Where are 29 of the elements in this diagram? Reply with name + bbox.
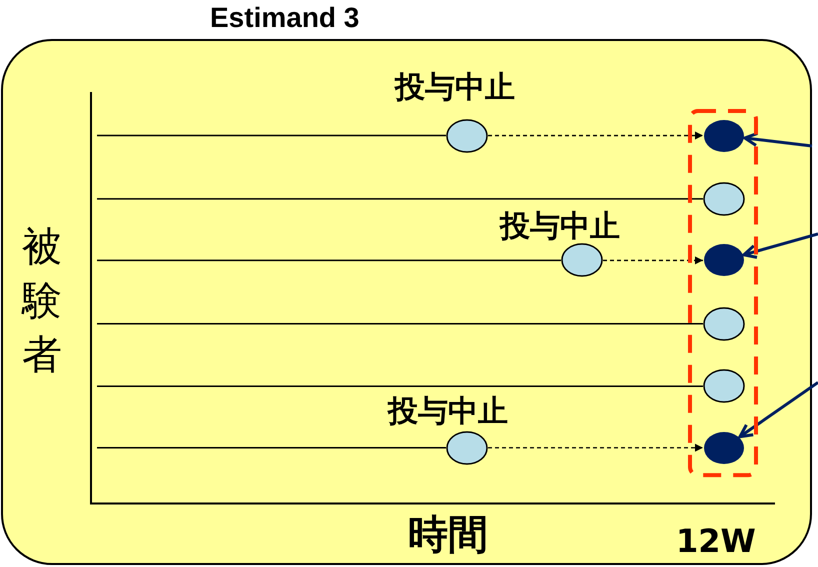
time-label: 12W <box>676 525 756 558</box>
timeline-line <box>97 134 446 136</box>
circle-marker <box>446 118 488 153</box>
circle-marker <box>703 118 745 153</box>
timeline-line <box>97 198 703 200</box>
pointer-arrow <box>743 132 812 148</box>
circle-marker <box>703 369 745 404</box>
circle-marker <box>561 243 603 278</box>
pointer-arrow <box>742 232 818 259</box>
circle-marker <box>703 306 745 341</box>
dashed-frame <box>688 108 758 477</box>
pointer-arrow <box>738 381 818 438</box>
arrow <box>488 444 703 452</box>
arrow <box>488 132 703 140</box>
timeline-line <box>97 260 561 262</box>
axis-label: 時間 <box>408 514 488 555</box>
circle-marker <box>703 430 745 465</box>
annotation-label: 投与中止 <box>388 396 508 427</box>
circle-marker <box>446 430 488 465</box>
title: Estimand 3 <box>210 4 360 32</box>
timeline-line <box>97 446 446 448</box>
axis-label: 被験者 <box>22 222 62 380</box>
circle-marker <box>703 182 745 216</box>
annotation-label: 投与中止 <box>395 73 515 104</box>
arrow <box>603 256 703 264</box>
timeline-line <box>97 323 703 325</box>
timeline-line <box>97 385 703 387</box>
annotation-label: 投与中止 <box>500 212 620 242</box>
circle-marker <box>703 243 745 278</box>
